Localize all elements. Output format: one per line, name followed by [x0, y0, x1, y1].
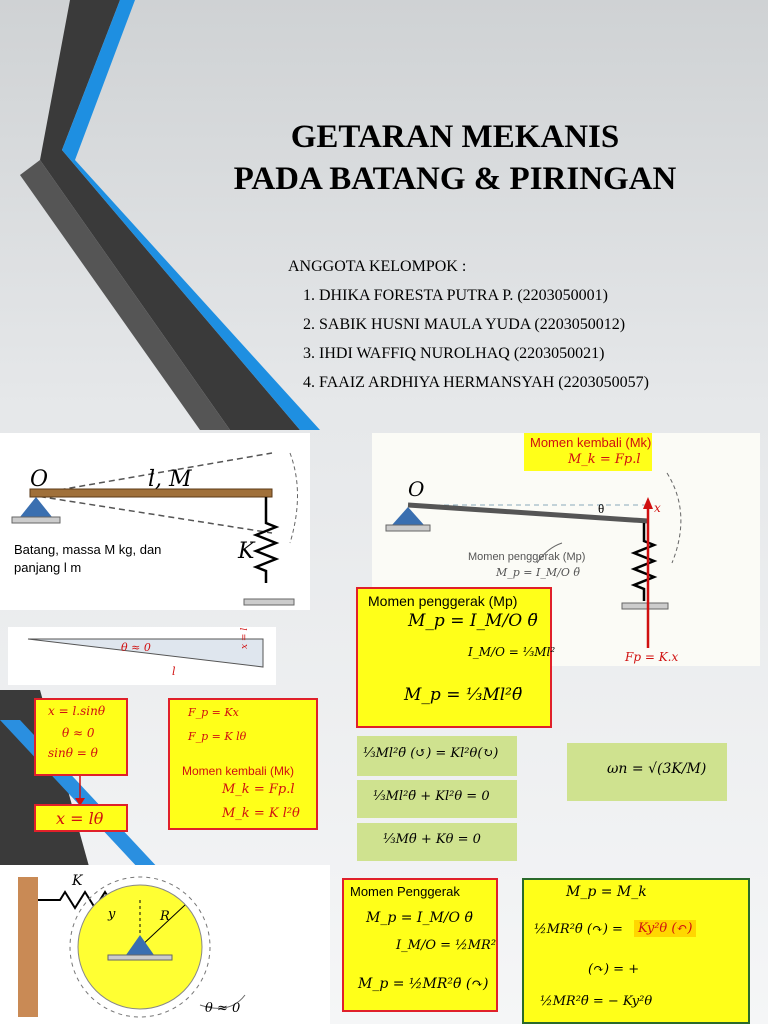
- label-y: y: [108, 907, 116, 922]
- member-item: 2. SABIK HUSNI MAULA YUDA (2203050012): [303, 316, 626, 333]
- derivation-line-1: M_p = M_k: [566, 884, 647, 900]
- disk-drawing: [18, 876, 246, 1018]
- equation-box-1: ⅓Ml²θ̈ (↺) = Kl²θ(↻): [357, 736, 517, 776]
- disk-mp-line-2: I_M/O = ½MR²: [396, 938, 497, 953]
- disk-mp-box: Momen Penggerak M_p = I_M/O θ̈ I_M/O = ½…: [342, 878, 498, 1012]
- disk-mp-line-3: M_p = ½MR²θ̈ (↷): [358, 976, 489, 992]
- down-arrow: [75, 776, 85, 806]
- mk-header-eq: M_k = Fp.l: [568, 452, 641, 467]
- members-block: ANGGOTA KELOMPOK : 1. DHIKA FORESTA PUTR…: [288, 252, 649, 397]
- fp-mk-box: F_p = Kx F_p = K lθ Momen kembali (Mk) M…: [168, 698, 318, 830]
- x-eq-vertical: x = l.sinθ: [240, 627, 250, 649]
- equation-box-3: ⅓Mθ̈ + Kθ = 0: [357, 823, 517, 861]
- derivation-line-2: ½MR²θ̈ (↷) =: [534, 922, 623, 937]
- derivation-line-3: (↷) = +: [588, 962, 640, 977]
- mk-header-box: Momen kembali (Mk) M_k = Fp.l: [524, 433, 652, 471]
- label-k: K: [72, 873, 83, 889]
- disk-diagram: K y R θ ≈ 0: [0, 865, 330, 1024]
- equation-2: ⅓Ml²θ̈ + Kl²θ = 0: [373, 789, 490, 804]
- label-l: l: [172, 665, 176, 678]
- mp-line-3: M_p = ⅓Ml²θ̈: [404, 685, 523, 705]
- omega-equation: ωn = √(3K/M): [607, 761, 707, 777]
- label-k: K: [238, 539, 255, 564]
- x-line-1: x = l.sinθ: [48, 704, 106, 718]
- mk-line-1: M_k = Fp.l: [222, 782, 295, 797]
- label-theta: θ: [598, 501, 605, 516]
- rod-diagram-drawing: [11, 452, 298, 606]
- rod-diagram: O l, M K Batang, massa M kg, dan panjang…: [0, 433, 310, 610]
- mk-header-title: Momen kembali (Mk): [530, 435, 652, 450]
- member-item: 1. DHIKA FORESTA PUTRA P. (2203050001): [303, 287, 608, 304]
- equation-box-2: ⅓Ml²θ̈ + Kl²θ = 0: [357, 780, 517, 818]
- member-item: 4. FAAIZ ARDHIYA HERMANSYAH (2203050057): [303, 374, 649, 391]
- slide-title: GETARAN MEKANIS PADA BATANG & PIRINGAN: [170, 116, 740, 200]
- x-line-3: sinθ = θ: [48, 746, 98, 760]
- mp-caption-eq: M_p = I_M/O θ̈: [496, 566, 580, 579]
- rod-caption-1: Batang, massa M kg, dan: [14, 542, 162, 557]
- theta-approx: θ ≈ 0: [121, 641, 151, 654]
- label-o: O: [30, 467, 49, 492]
- triangle-drawing: [27, 638, 264, 668]
- mp-line-2: I_M/O = ⅓Ml²: [468, 645, 556, 659]
- members-heading: ANGGOTA KELOMPOK :: [288, 258, 467, 275]
- fp-line-2: F_p = K lθ: [188, 730, 247, 743]
- label-x: x: [654, 501, 661, 515]
- mp-line-1: M_p = I_M/O θ̈: [408, 611, 538, 631]
- omega-box: ωn = √(3K/M): [567, 743, 727, 801]
- label-r: R: [160, 909, 170, 924]
- member-item: 3. IHDI WAFFIQ NUROLHAQ (2203050021): [303, 345, 605, 362]
- title-line-2: PADA BATANG & PIRINGAN: [233, 161, 677, 197]
- mp-heading: Momen penggerak (Mp): [368, 593, 518, 609]
- x-result: x = lθ: [56, 809, 104, 828]
- mp-box: Momen penggerak (Mp) M_p = I_M/O θ̈ I_M/…: [356, 587, 556, 728]
- x-derivation-box: x = l.sinθ θ ≈ 0 sinθ = θ: [34, 698, 128, 776]
- derivation-line-4: ½MR²θ̈ = − Ky²θ: [540, 994, 653, 1009]
- derivation-highlight: Ky²θ (↶): [634, 920, 697, 937]
- theta-approx: θ ≈ 0: [205, 1001, 241, 1016]
- x-line-2: θ ≈ 0: [62, 726, 95, 740]
- disk-mp-heading: Momen Penggerak: [350, 884, 460, 899]
- label-length-mass: l, M: [148, 467, 192, 492]
- title-line-1: GETARAN MEKANIS: [290, 119, 620, 155]
- label-o: O: [408, 477, 425, 501]
- rod-caption-2: panjang l m: [14, 560, 82, 575]
- disk-mp-line-1: M_p = I_M/O θ̈: [366, 910, 473, 926]
- x-result-box: x = lθ: [34, 804, 128, 832]
- fp-line-1: F_p = Kx: [188, 706, 239, 719]
- equation-3: ⅓Mθ̈ + Kθ = 0: [383, 832, 481, 847]
- mp-caption: Momen penggerak (Mp): [468, 551, 586, 563]
- mk-line-2: M_k = K l²θ: [222, 806, 300, 821]
- mk-heading: Momen kembali (Mk): [182, 764, 295, 778]
- triangle-diagram: θ ≈ 0 l x = l.sinθ: [8, 627, 276, 685]
- equation-1: ⅓Ml²θ̈ (↺) = Kl²θ(↻): [363, 746, 499, 761]
- disk-derivation-box: M_p = M_k ½MR²θ̈ (↷) = Ky²θ (↶) (↷) = + …: [522, 878, 750, 1024]
- rod-moment-diagram: Momen kembali (Mk) M_k = Fp.l O θ x Mome…: [372, 433, 760, 666]
- force-label: Fp = K.x: [625, 650, 679, 664]
